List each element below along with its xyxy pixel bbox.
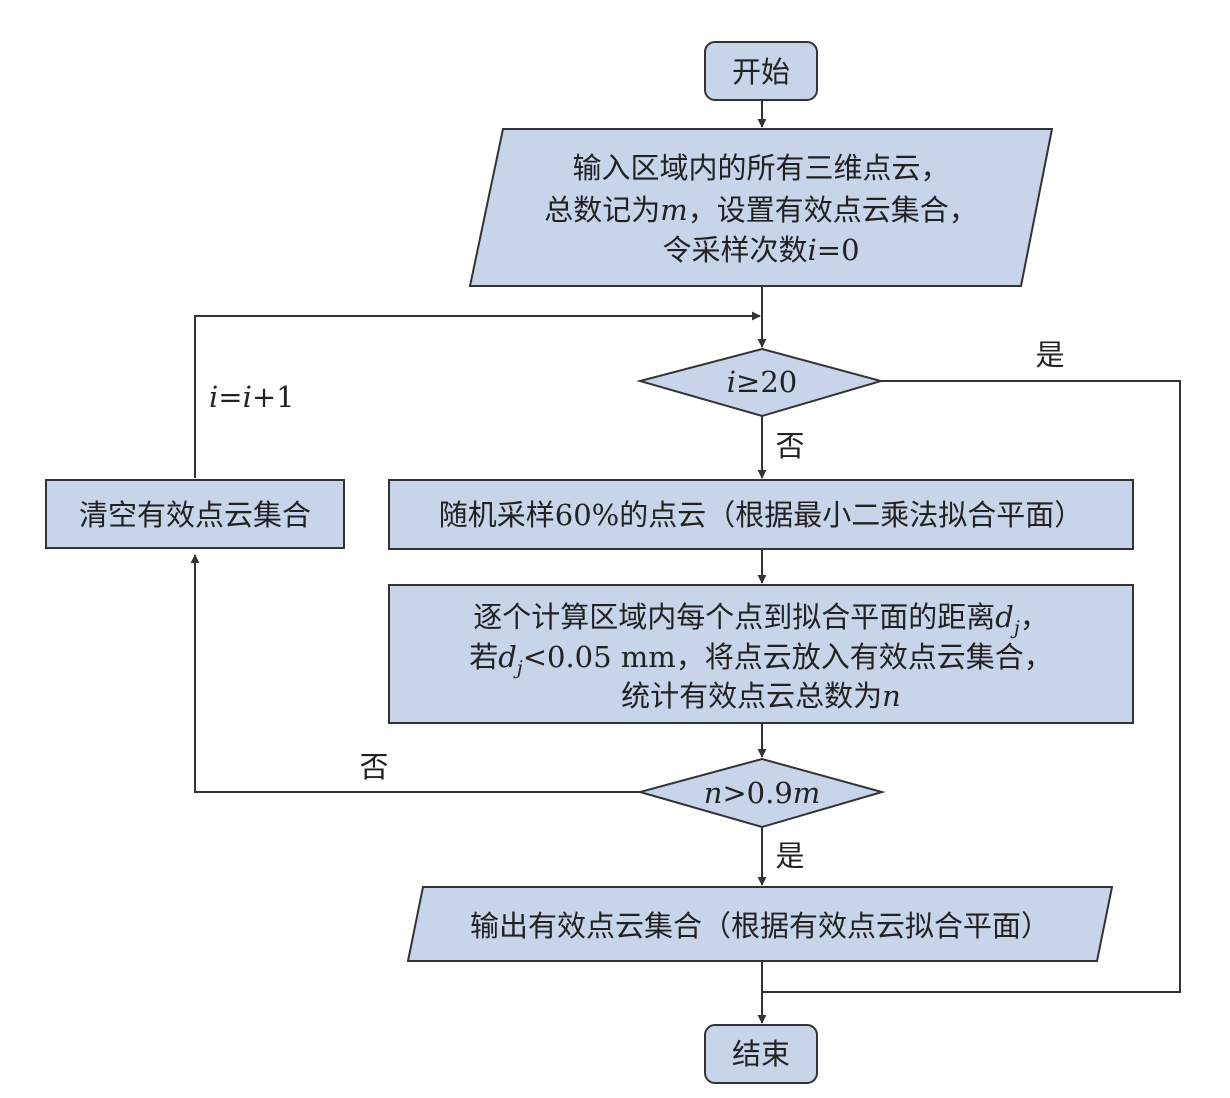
decision-iteration-limit-label: i≥20 xyxy=(727,365,797,399)
decision-iteration-limit xyxy=(636,347,885,418)
label-yes-iteration: 是 xyxy=(1035,338,1064,372)
input-node xyxy=(468,128,1054,287)
label-no-iteration: 否 xyxy=(775,429,804,463)
label-yes-threshold: 是 xyxy=(775,839,804,873)
connector-loop-back xyxy=(194,311,761,478)
label-no-threshold: 否 xyxy=(359,750,388,784)
decision-threshold xyxy=(636,757,886,829)
compute-line-1: 逐个计算区域内每个点到拟合平面的距离dj， xyxy=(473,600,1049,639)
output-node xyxy=(406,886,1114,962)
input-line-3: 令采样次数i=0 xyxy=(662,233,859,267)
clear-label: 清空有效点云集合 xyxy=(79,498,311,532)
compute-line-3: 统计有效点云总数为n xyxy=(621,679,901,713)
start-label: 开始 xyxy=(732,55,790,89)
end-label: 结束 xyxy=(732,1037,790,1071)
sample-label: 随机采样60%的点云（根据最小二乘法拟合平面） xyxy=(439,498,1083,532)
connector-cond1-yes xyxy=(762,380,1181,993)
output-label: 输出有效点云集合（根据有效点云拟合平面） xyxy=(470,909,1050,943)
end-node xyxy=(704,1024,818,1084)
sample-node xyxy=(388,479,1134,550)
decision-threshold-label: n>0.9m xyxy=(704,776,821,810)
input-line-1: 输入区域内的所有三维点云， xyxy=(572,151,949,185)
input-line-2: 总数记为m，设置有效点云集合， xyxy=(544,193,978,227)
start-node xyxy=(704,41,818,101)
compute-node xyxy=(388,584,1134,724)
compute-line-2: 若dj<0.05 mm，将点云放入有效点云集合， xyxy=(469,640,1053,679)
connector-cond2-no xyxy=(190,554,640,793)
label-increment: i=i+1 xyxy=(209,380,295,414)
clear-node xyxy=(45,479,345,549)
